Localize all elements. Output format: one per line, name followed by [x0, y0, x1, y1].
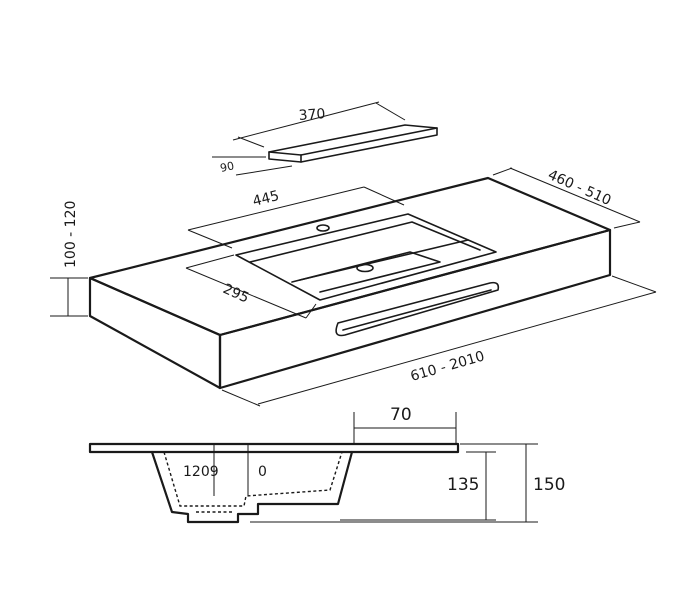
- section-inner-label-b: 0: [258, 464, 267, 480]
- dim-135: [340, 451, 496, 521]
- section-rim-label: 70: [390, 405, 412, 425]
- basin-height-label: 100 - 120: [63, 201, 79, 268]
- dim-445: [187, 186, 405, 249]
- dim-610-2010: [221, 275, 657, 407]
- dim-150: [250, 443, 538, 523]
- basin-length-label: 445: [251, 188, 281, 210]
- dim-100-120: [50, 277, 88, 317]
- dim-295: [185, 254, 317, 319]
- shelf-width-label: 370: [298, 106, 326, 124]
- dim-70: [353, 412, 457, 444]
- section-inner-label-a: 1209: [183, 464, 219, 480]
- shelf: [212, 101, 438, 176]
- cross-section: [88, 442, 460, 524]
- basin-3d: [88, 176, 612, 390]
- section-bowl-depth-label: 135: [447, 475, 479, 495]
- basin-depth-label: 460 - 510: [545, 167, 613, 209]
- basin-total-length-label: 610 - 2010: [409, 348, 487, 384]
- dim-460-510: [492, 167, 641, 229]
- section-total-height-label: 150: [533, 475, 565, 495]
- basin-width-label: 295: [220, 281, 251, 306]
- shelf-depth-label: 90: [219, 159, 235, 175]
